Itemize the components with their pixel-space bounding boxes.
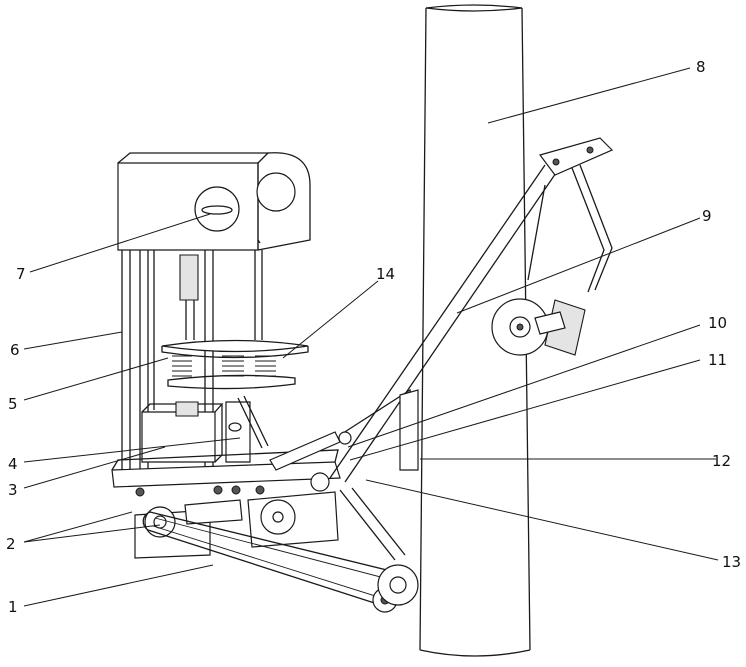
callout-11: 11 <box>708 351 727 369</box>
callout-7: 7 <box>16 265 26 283</box>
callout-3: 3 <box>8 481 18 499</box>
callout-8: 8 <box>696 58 706 76</box>
callout-12: 12 <box>712 452 731 470</box>
callout-13: 13 <box>722 553 741 571</box>
leader-lines <box>24 68 718 606</box>
callout-5: 5 <box>8 395 18 413</box>
track-rollers <box>135 492 338 558</box>
callout-6: 6 <box>10 341 20 359</box>
callout-10: 10 <box>708 314 727 332</box>
callout-4: 4 <box>8 455 18 473</box>
callout-2: 2 <box>6 535 16 553</box>
callout-9: 9 <box>702 207 712 225</box>
callout-1: 1 <box>8 598 18 616</box>
spring-plate <box>162 341 308 389</box>
callout-14: 14 <box>376 265 395 283</box>
